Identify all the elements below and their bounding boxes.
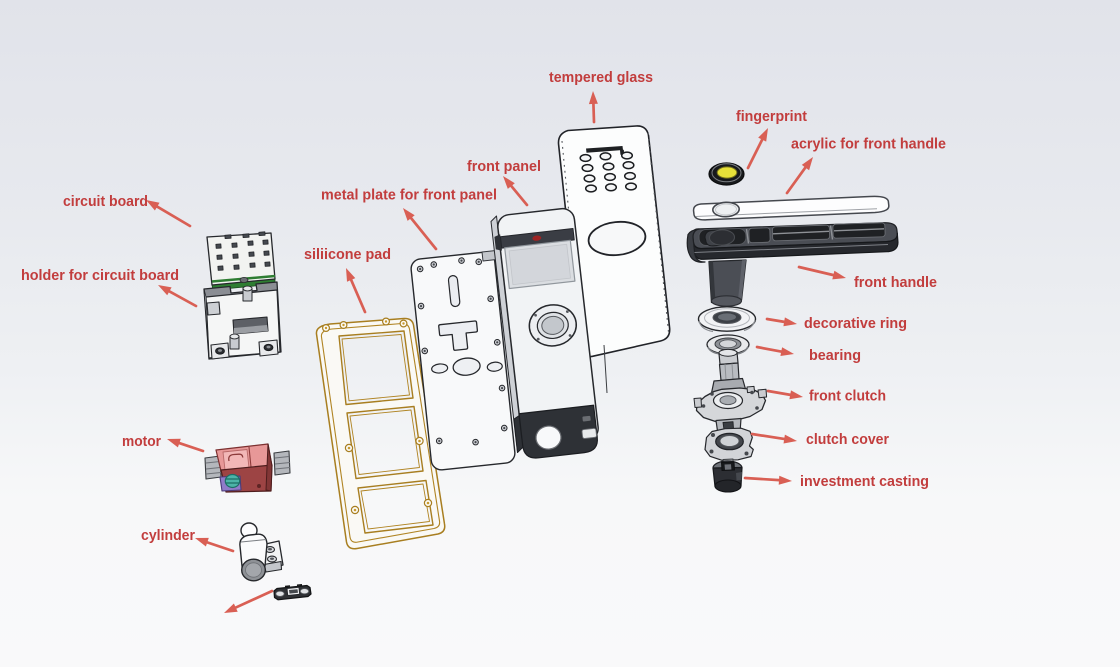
svg-text:motor: motor	[122, 433, 161, 450]
svg-text:circuit board: circuit board	[63, 193, 148, 210]
svg-text:decorative ring: decorative ring	[804, 315, 907, 332]
svg-text:acrylic for front handle: acrylic for front handle	[791, 136, 946, 153]
svg-text:front handle: front handle	[854, 274, 937, 291]
svg-text:cylinder: cylinder	[141, 527, 195, 544]
svg-text:investment casting: investment casting	[800, 473, 929, 490]
svg-text:front panel: front panel	[467, 158, 541, 175]
svg-text:clutch cover: clutch cover	[806, 431, 889, 448]
svg-text:front clutch: front clutch	[809, 388, 886, 405]
svg-text:tempered glass: tempered glass	[549, 69, 653, 86]
svg-text:bearing: bearing	[809, 347, 861, 364]
svg-text:siliicone pad: siliicone pad	[304, 246, 391, 263]
svg-text:metal plate for front panel: metal plate for front panel	[321, 187, 497, 204]
svg-text:fingerprint: fingerprint	[736, 108, 807, 125]
svg-text:holder for circuit board: holder for circuit board	[21, 267, 179, 284]
